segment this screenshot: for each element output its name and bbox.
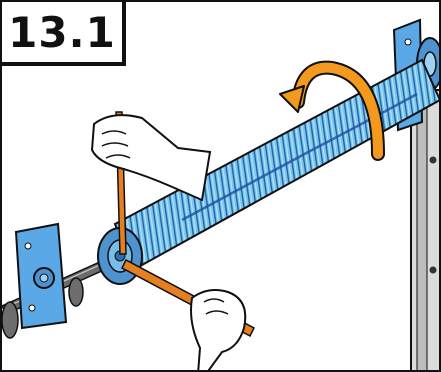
hand-icon bbox=[92, 115, 210, 200]
hand-icon bbox=[191, 290, 245, 372]
vertical-door-track bbox=[411, 90, 441, 372]
step-number: 13.1 bbox=[2, 2, 126, 66]
left-end-bracket bbox=[2, 224, 83, 338]
